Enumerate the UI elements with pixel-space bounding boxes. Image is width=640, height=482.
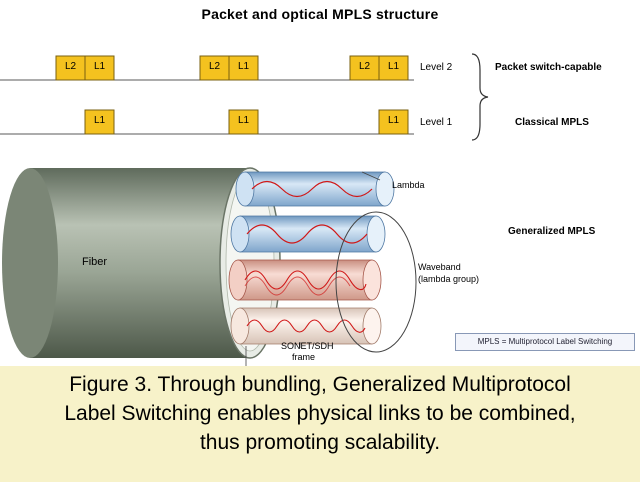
l1-label: L1 (93, 61, 106, 72)
caption-line-3: thus promoting scalability. (199, 431, 441, 454)
level2-label: Level 2 (420, 62, 453, 73)
lambda-group-label: (lambda group) (418, 274, 480, 284)
l2-label-box (199, 55, 230, 81)
waveband-wave-b (244, 276, 351, 296)
l1-label-box (84, 109, 115, 135)
l2-label-box (349, 55, 380, 81)
lambda-tube-2 (230, 215, 386, 253)
classical-mpls-label: Classical MPLS (515, 117, 589, 128)
l1-label-box (228, 55, 259, 81)
caption-line-2: Label Switching enables physical links t… (64, 402, 576, 425)
l2-label: L2 (64, 61, 77, 72)
packet-switch-label: Packet switch-capable (495, 62, 602, 73)
l1-label: L1 (387, 115, 400, 126)
figure-caption: Figure 3. Through bundling, Generalized … (0, 366, 640, 482)
waveband-tube (228, 259, 382, 301)
lambda-wave (246, 224, 368, 244)
mpls-diagram (0, 53, 489, 366)
level2-label-group-3 (349, 55, 409, 81)
l1-label: L1 (93, 115, 106, 126)
level2-label-group-1 (55, 55, 115, 81)
waveband-wave-a (244, 270, 367, 291)
waveband-outline (335, 211, 417, 353)
lambda-leader (361, 171, 381, 181)
level1-label: Level 1 (420, 117, 453, 128)
level2-label-group-2 (199, 55, 259, 81)
lambda-wave (251, 180, 373, 198)
level-brace (471, 53, 489, 141)
l2-label: L2 (358, 61, 371, 72)
diagram-title: Packet and optical MPLS structure (201, 6, 439, 22)
sonet-label: SONET/SDH (281, 341, 334, 351)
l1-label: L1 (237, 115, 250, 126)
frame-label: frame (292, 352, 316, 362)
generalized-mpls-label: Generalized MPLS (508, 226, 596, 237)
l2-label: L2 (208, 61, 221, 72)
fiber-label: Fiber (82, 256, 108, 268)
l1-label-box (378, 55, 409, 81)
waveband-label: Waveband (418, 262, 461, 272)
l1-label: L1 (237, 61, 250, 72)
abbreviation-legend: MPLS = Multiprotocol Label Switching (455, 333, 635, 351)
sonet-wave (246, 319, 366, 333)
l1-label-box (378, 109, 409, 135)
l1-label-box (228, 109, 259, 135)
l1-label: L1 (387, 61, 400, 72)
lambda-label: Lambda (392, 180, 425, 190)
caption-line-1: Figure 3. Through bundling, Generalized … (69, 373, 571, 396)
lambda-tube-1 (235, 171, 395, 207)
l1-label-box (84, 55, 115, 81)
sonet-tube (230, 307, 382, 345)
